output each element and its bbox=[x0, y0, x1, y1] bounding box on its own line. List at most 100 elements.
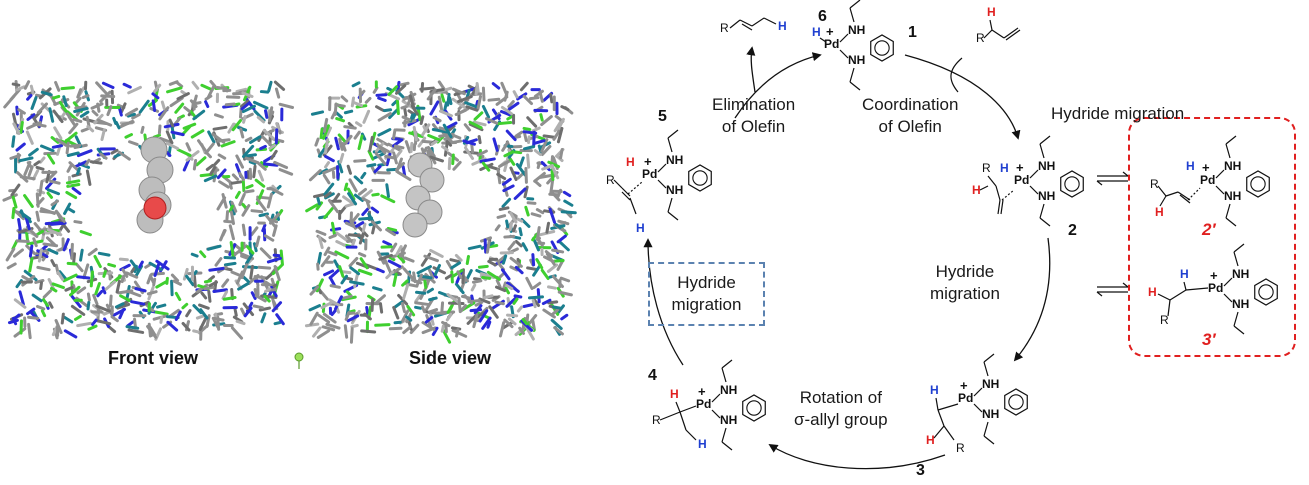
cage-bond bbox=[242, 302, 255, 317]
cage-bond bbox=[94, 282, 101, 296]
cage-bond bbox=[140, 125, 145, 134]
cage-bond bbox=[542, 134, 557, 139]
bond bbox=[1215, 185, 1225, 195]
cage-bond bbox=[240, 99, 250, 108]
cage-bond bbox=[195, 156, 207, 167]
cage-bond bbox=[392, 151, 398, 165]
cage-bond bbox=[377, 128, 392, 137]
cage-bond bbox=[28, 244, 34, 258]
cage-bond bbox=[254, 178, 266, 188]
cage-bond bbox=[260, 283, 274, 287]
cage-bond bbox=[244, 136, 253, 143]
cage-bond bbox=[507, 101, 520, 111]
bond bbox=[983, 353, 995, 363]
cage-bond bbox=[73, 220, 83, 225]
cage-bond bbox=[504, 286, 511, 295]
cage-bond bbox=[551, 248, 565, 254]
cage-bond bbox=[260, 134, 273, 147]
cage-bond bbox=[484, 117, 499, 125]
cage-bond bbox=[358, 187, 368, 196]
cage-bond bbox=[207, 130, 216, 144]
cage-bond bbox=[370, 220, 382, 232]
cage-bond bbox=[242, 153, 257, 158]
cage-bond bbox=[110, 315, 119, 323]
cage-bond bbox=[393, 300, 404, 309]
bond bbox=[621, 187, 631, 197]
cage-bond bbox=[15, 85, 26, 92]
aromatic-circle bbox=[746, 400, 762, 416]
bond bbox=[711, 393, 721, 403]
cage-bond bbox=[174, 310, 182, 321]
cage-bond bbox=[429, 248, 444, 258]
cage-bond bbox=[80, 127, 90, 133]
cage-bond bbox=[249, 264, 254, 280]
cage-bond bbox=[273, 80, 286, 91]
cage-bond bbox=[220, 140, 236, 148]
bond bbox=[983, 361, 989, 377]
cage-bond bbox=[528, 96, 540, 101]
cage-bond bbox=[230, 270, 242, 278]
cage-bond bbox=[453, 134, 462, 140]
cage-bond bbox=[27, 322, 32, 340]
cage-bond bbox=[550, 318, 563, 331]
nh-atom: NH bbox=[720, 413, 737, 427]
cage-bond bbox=[37, 248, 43, 263]
cage-bond bbox=[27, 315, 40, 320]
cage-bond bbox=[519, 81, 529, 92]
cage-bond bbox=[174, 291, 182, 302]
cage-bond bbox=[36, 102, 48, 115]
cage-bond bbox=[225, 210, 230, 221]
hydrogen-atom: H bbox=[698, 437, 707, 451]
bond bbox=[721, 427, 727, 443]
cage-bond bbox=[526, 153, 531, 169]
cage-bond bbox=[102, 269, 107, 278]
cage-bond bbox=[346, 187, 356, 201]
aromatic-circle bbox=[874, 40, 890, 56]
cage-bond bbox=[247, 274, 260, 285]
cage-bond bbox=[273, 321, 282, 326]
cage-bond bbox=[395, 84, 407, 95]
cage-bond bbox=[445, 139, 453, 147]
benzene-ring bbox=[1004, 388, 1028, 416]
cage-bond bbox=[151, 92, 160, 100]
cage-bond bbox=[526, 116, 538, 128]
cage-bond bbox=[214, 257, 223, 267]
cage-bond bbox=[40, 309, 47, 318]
cage-bond bbox=[256, 161, 267, 171]
cage-bond bbox=[17, 108, 26, 115]
cage-bond bbox=[212, 166, 218, 183]
cage-bond bbox=[129, 259, 140, 272]
cage-bond bbox=[479, 157, 496, 163]
cage-bond bbox=[442, 123, 453, 139]
cage-bond bbox=[437, 95, 444, 111]
cage-bond bbox=[431, 123, 439, 131]
cage-bond bbox=[67, 115, 77, 128]
cage-bond bbox=[514, 216, 524, 223]
cage-bond bbox=[207, 289, 212, 303]
bond bbox=[1039, 143, 1045, 159]
cage-bond bbox=[176, 92, 190, 101]
cage-bond bbox=[399, 81, 410, 87]
pd-atom: Pd bbox=[824, 37, 839, 51]
cage-bond bbox=[160, 100, 166, 111]
cage-bond bbox=[419, 115, 425, 125]
cage-bond bbox=[127, 328, 145, 334]
cage-bond bbox=[488, 305, 499, 319]
cage-bond bbox=[66, 182, 81, 188]
cage-bond bbox=[476, 94, 483, 111]
cage-bond bbox=[402, 283, 410, 300]
cage-bond bbox=[66, 164, 73, 173]
cage-bond bbox=[319, 127, 324, 140]
r-group: R bbox=[606, 173, 615, 187]
cage-bond bbox=[54, 319, 63, 335]
cage-bond bbox=[423, 254, 439, 263]
cage-bond bbox=[503, 150, 515, 158]
bond bbox=[1000, 199, 1004, 215]
bond bbox=[1233, 251, 1239, 267]
nh-atom: NH bbox=[720, 383, 737, 397]
cage-bond bbox=[23, 269, 38, 282]
hydrogen-atom: H bbox=[972, 183, 981, 197]
cage-bond bbox=[65, 190, 78, 200]
cage-bond bbox=[2, 193, 18, 202]
